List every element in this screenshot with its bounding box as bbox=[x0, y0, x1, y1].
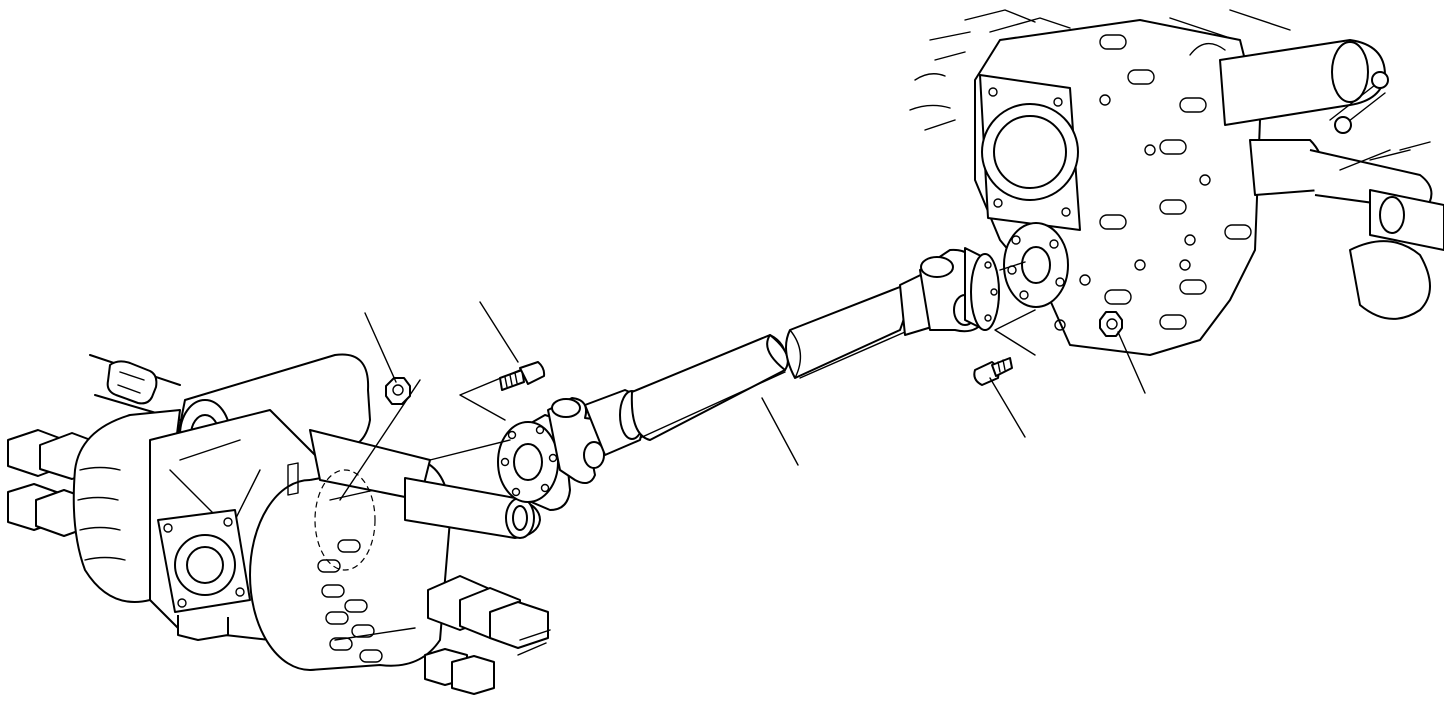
drive-shaft bbox=[497, 247, 1000, 511]
leader-nut-right bbox=[1117, 331, 1146, 394]
leader-drive-shaft bbox=[761, 397, 799, 466]
leader-bolt-right bbox=[989, 377, 1026, 438]
transmission-assembly bbox=[909, 9, 1444, 356]
nut-left bbox=[385, 377, 411, 405]
callout-leaders bbox=[364, 301, 1146, 466]
leader-nut-left bbox=[364, 312, 397, 383]
bolt-right bbox=[973, 357, 1013, 386]
alignment-lines bbox=[339, 261, 1036, 501]
nut-right bbox=[1099, 311, 1123, 337]
leader-bolt-left bbox=[479, 301, 519, 363]
bolt-left bbox=[499, 361, 546, 391]
front-axle-assembly bbox=[7, 353, 551, 695]
